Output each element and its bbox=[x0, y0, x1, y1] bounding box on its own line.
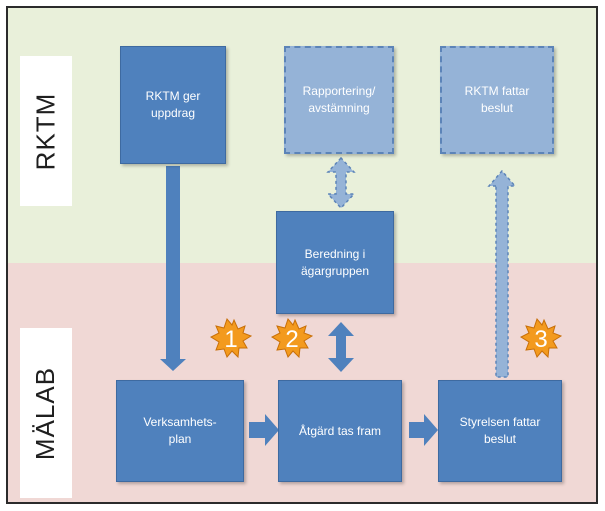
box-beredning-label: Beredning i ägargruppen bbox=[300, 246, 370, 278]
step-badge-3: 3 bbox=[519, 317, 563, 359]
box-rapportering-label: Rapportering/ avstämning bbox=[302, 84, 376, 115]
box-rktm-ger-uppdrag-label: RKTM ger uppdrag bbox=[145, 89, 201, 120]
box-rktm-fattar-beslut: RKTM fattar beslut bbox=[440, 46, 554, 154]
right-arrow-1 bbox=[249, 414, 279, 446]
box-atgard: Åtgärd tas fram bbox=[278, 380, 402, 482]
box-beredning: Beredning i ägargruppen bbox=[276, 211, 394, 314]
step-number-1: 1 bbox=[224, 326, 237, 353]
box-styrelsen-label: Styrelsen fattar beslut bbox=[459, 415, 541, 446]
malab-lane-label: MÄLAB bbox=[20, 328, 72, 498]
box-rktm-fattar-beslut-label: RKTM fattar beslut bbox=[464, 84, 530, 115]
step-badge-1: 1 bbox=[209, 317, 253, 359]
step-number-2: 2 bbox=[285, 326, 298, 353]
box-atgard-label: Åtgärd tas fram bbox=[298, 423, 382, 438]
up-arrow-dotted bbox=[487, 169, 517, 378]
box-rapportering: Rapportering/ avstämning bbox=[284, 46, 394, 154]
diagram-frame: RKTM MÄLAB 1 2 3 RKTM ger uppdrag bbox=[6, 6, 598, 504]
box-verksamhetsplan: Verksamhets- plan bbox=[116, 380, 244, 482]
connector-layer: 1 2 3 bbox=[160, 156, 563, 446]
box-rktm-ger-uppdrag: RKTM ger uppdrag bbox=[120, 46, 226, 164]
box-verksamhetsplan-label: Verksamhets- plan bbox=[143, 415, 217, 446]
right-arrow-2 bbox=[409, 414, 438, 446]
step-badge-2: 2 bbox=[270, 317, 314, 359]
box-styrelsen: Styrelsen fattar beslut bbox=[438, 380, 562, 482]
down-arrow bbox=[160, 166, 186, 371]
double-arrow-dotted bbox=[326, 156, 356, 210]
rktm-lane-label: RKTM bbox=[20, 56, 72, 206]
double-arrow bbox=[328, 322, 354, 372]
step-number-3: 3 bbox=[534, 326, 547, 353]
